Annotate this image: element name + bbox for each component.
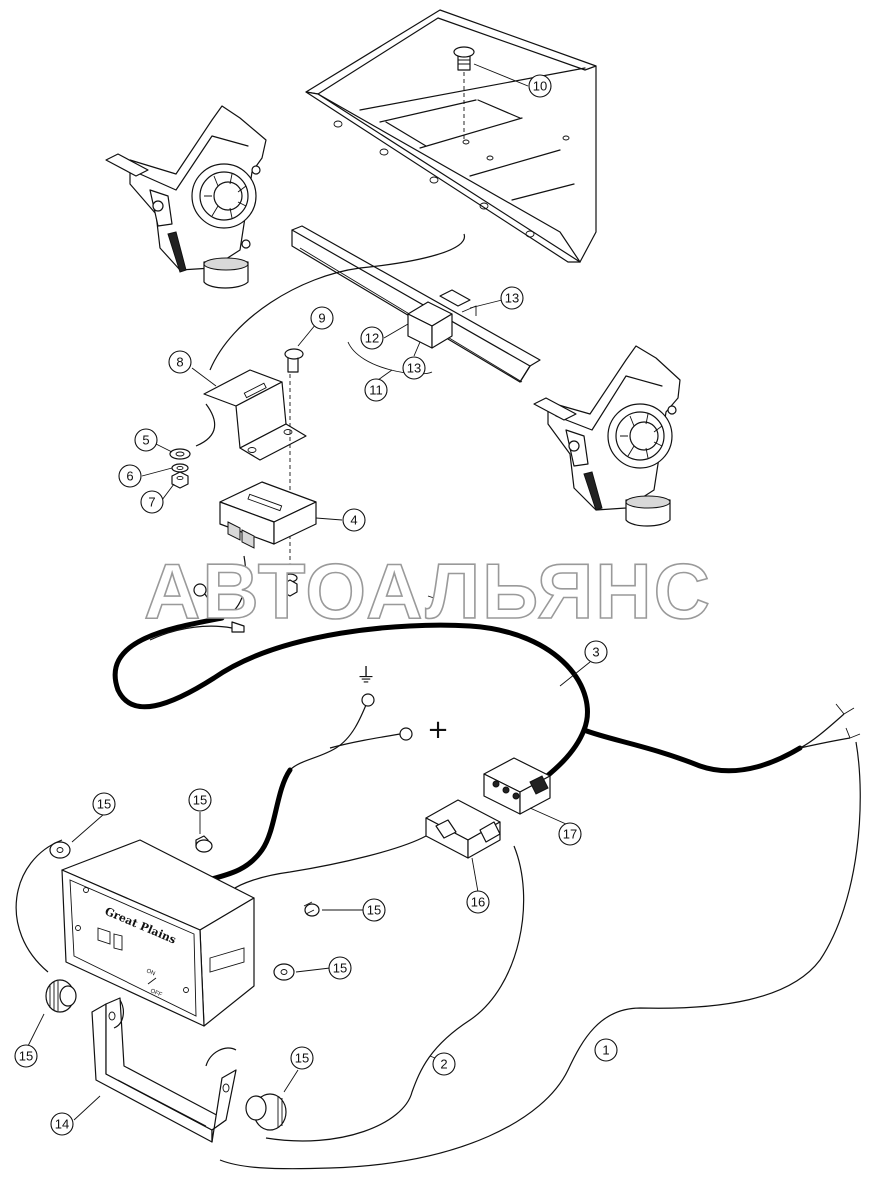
harness-fork-lead [149,625,233,641]
nut-7 [171,471,189,489]
svg-text:2: 2 [440,1057,447,1072]
svg-text:11: 11 [369,383,383,398]
svg-text:10: 10 [533,79,547,94]
callout-7: 7 [140,490,164,514]
callout-17: 17 [558,822,582,846]
svg-text:3: 3 [592,645,599,660]
knob-right [245,1093,287,1131]
positive-lead [329,733,401,749]
svg-text:15: 15 [97,797,111,812]
callout-13-lower: 13 [402,356,426,380]
callout-6: 6 [118,464,142,488]
positive-symbol: + [427,715,449,745]
svg-text:8: 8 [176,355,183,370]
mounting-bracket-8 [203,369,307,560]
callout-15-washer-right: 15 [328,956,352,980]
switch-on-label: ON [145,968,156,977]
svg-text:6: 6 [126,469,133,484]
svg-text:15: 15 [19,1049,33,1064]
left-meter-housing [105,105,267,289]
washer-left [49,841,71,859]
svg-text:5: 5 [142,433,149,448]
svg-text:14: 14 [55,1117,69,1132]
callout-2: 2 [432,1052,456,1076]
svg-text:7: 7 [148,495,155,510]
shaft-couplers [407,289,477,349]
callout-4: 4 [342,508,366,532]
washer-5 [169,448,191,460]
watermark: АВТОАЛЬЯНС [144,547,712,635]
svg-text:1: 1 [602,1043,609,1058]
svg-text:12: 12 [365,331,379,346]
ground-lead [289,699,369,771]
harness-leads [221,555,247,619]
svg-text:13: 13 [505,291,519,306]
connector-16 [425,799,501,859]
callout-9: 9 [310,306,334,330]
screw-side [303,901,320,917]
wire-lead-5 [195,403,216,447]
svg-text:17: 17 [563,827,577,842]
callout-15-screw-side: 15 [362,898,386,922]
callout-15-screw-top: 15 [188,788,212,812]
callout-16: 16 [466,890,490,914]
svg-text:16: 16 [471,895,485,910]
callout-10: 10 [528,74,552,98]
svg-text:15: 15 [295,1051,309,1066]
wire-loop-2 [265,845,525,1142]
control-box-strap [113,999,237,1067]
svg-text:9: 9 [318,311,325,326]
u-bracket-14 [91,997,237,1143]
callout-3: 3 [584,640,608,664]
callout-15-knob-right: 15 [290,1046,314,1070]
wire-11-loop [347,341,433,375]
cable-3-branch [581,727,803,774]
callout-15-washer-left: 15 [92,792,116,816]
lockwasher-6 [171,463,189,473]
svg-text:15: 15 [193,793,207,808]
knob-left [45,979,77,1013]
svg-text:4: 4 [350,513,357,528]
bolt-10 [453,46,475,140]
sensor-module-4 [219,481,317,549]
svg-text:15: 15 [333,961,347,976]
callout-15-knob-left: 15 [14,1044,38,1068]
callout-11: 11 [364,378,388,402]
right-meter-housing [533,345,681,527]
switch-off-label: OFF [149,988,163,998]
screw-top [195,835,213,853]
svg-text:13: 13 [407,361,421,376]
control-box [61,839,255,1027]
control-box-left-loop [15,839,63,973]
callout-5: 5 [134,428,158,452]
callout-8: 8 [168,350,192,374]
callout-13-upper: 13 [500,286,524,310]
callout-1: 1 [594,1038,618,1062]
ground-symbol: ⏚ [356,663,376,687]
callout-14: 14 [50,1112,74,1136]
bolt-9 [284,348,304,373]
connector-16-lead [231,835,427,891]
connector-17 [483,757,551,815]
frame-rail [305,9,597,263]
sensor-wire-11 [209,233,465,371]
control-box-cable [205,767,293,883]
wire-loop-1 [219,741,861,1170]
callout-12: 12 [360,326,384,350]
washer-right [273,963,295,981]
module-washers [281,563,299,597]
svg-text:15: 15 [367,903,381,918]
